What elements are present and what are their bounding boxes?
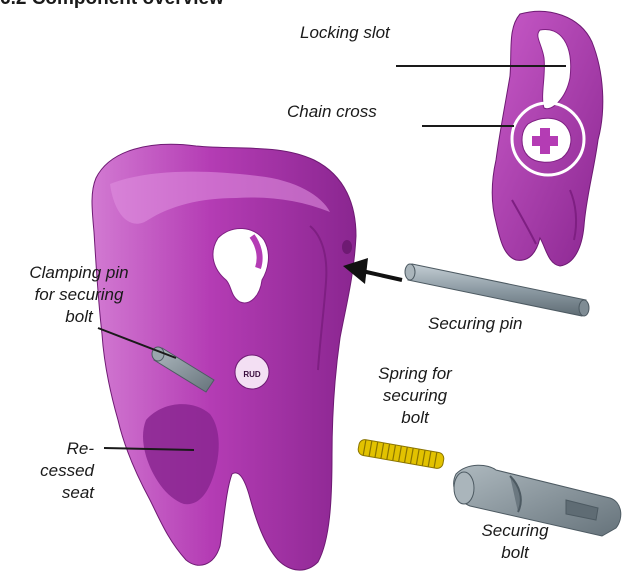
spring-label: Spring for securing bolt bbox=[360, 363, 470, 429]
clamping-pin-label: Clamping pin for securing bolt bbox=[6, 262, 152, 328]
locking-slot-label: Locking slot bbox=[300, 22, 390, 44]
main-body-part bbox=[92, 144, 356, 570]
side-plate-part bbox=[492, 11, 603, 266]
spring-part bbox=[357, 439, 444, 470]
chain-cross-label: Chain cross bbox=[287, 101, 377, 123]
stamp-label: RUD bbox=[243, 370, 261, 379]
securing-bolt-label: Securing bolt bbox=[460, 520, 570, 564]
recessed-seat-label: Re- cessed seat bbox=[32, 438, 94, 504]
securing-pin-part bbox=[405, 264, 589, 316]
section-heading: 6.2 Component overview bbox=[0, 0, 224, 10]
securing-pin-label: Securing pin bbox=[428, 313, 523, 335]
rud-stamp: RUD bbox=[235, 355, 269, 389]
